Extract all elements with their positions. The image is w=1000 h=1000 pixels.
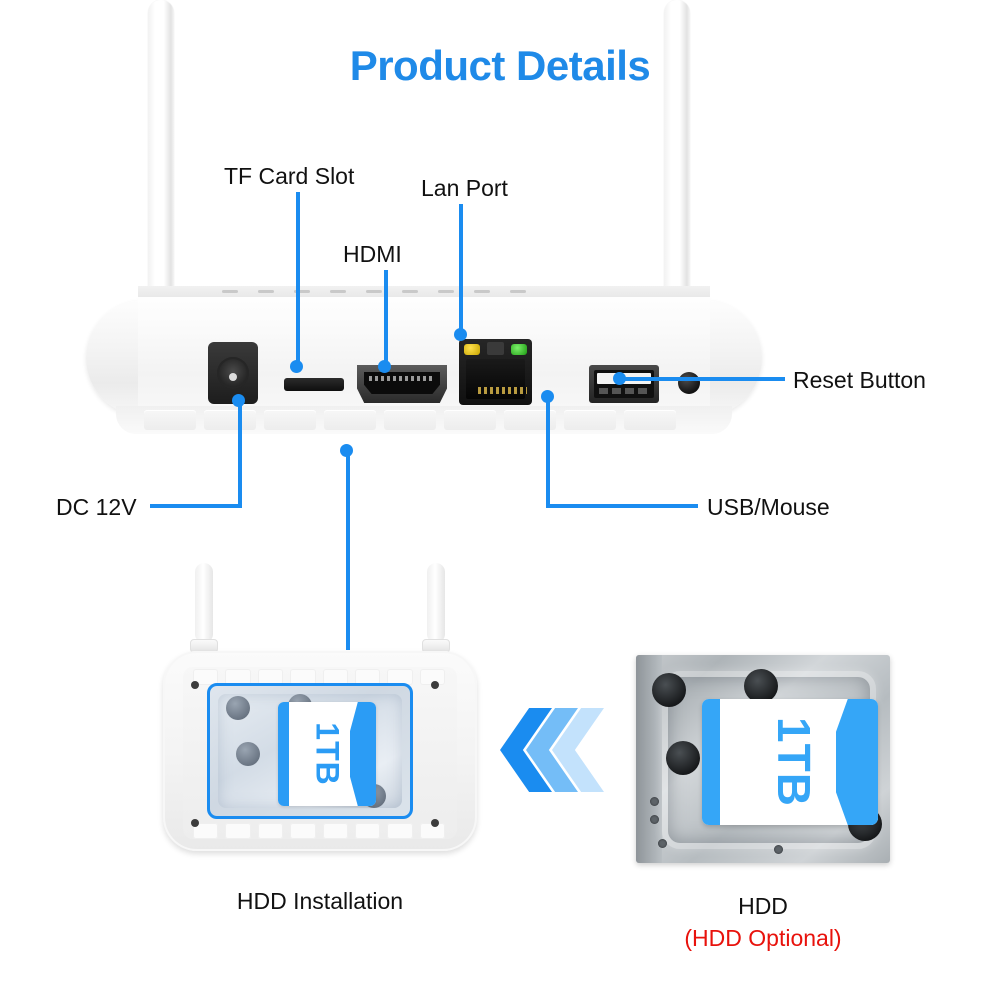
leader-dot-dc-12v bbox=[232, 394, 245, 407]
antenna-stub-right bbox=[427, 563, 445, 643]
caption-hdd: HDD bbox=[738, 893, 788, 919]
leader-dot-reset-button bbox=[613, 372, 626, 385]
hdd-photo-hole bbox=[650, 815, 659, 824]
label-tf-card-slot: TF Card Slot bbox=[224, 163, 355, 189]
hdd-photo-capacity-text: 1TB bbox=[767, 717, 820, 807]
vent-slots-top bbox=[193, 669, 445, 685]
case-screw bbox=[431, 819, 439, 827]
leader-dot-usb-mouse bbox=[541, 390, 554, 403]
hdd-photo-capacity-label: 1TB bbox=[702, 699, 878, 825]
hdd-photo-bolt bbox=[666, 741, 700, 775]
label-hdmi: HDMI bbox=[343, 241, 402, 267]
leader-usb-mouse-v bbox=[546, 396, 550, 506]
dc-power-jack[interactable] bbox=[208, 342, 258, 404]
hdd-installation-view: 1TB bbox=[155, 555, 485, 865]
antenna-right bbox=[664, 0, 690, 320]
leader-usb-mouse-h bbox=[546, 504, 698, 508]
hdd-bolt bbox=[226, 696, 250, 720]
hdd-capacity-text: 1TB bbox=[309, 722, 346, 786]
hdmi-port[interactable] bbox=[357, 365, 447, 403]
page-title: Product Details bbox=[349, 42, 651, 89]
leader-dot-hdmi bbox=[378, 360, 391, 373]
tf-card-slot[interactable] bbox=[284, 378, 344, 391]
label-dc-12v: DC 12V bbox=[56, 494, 137, 520]
antenna-stub-left bbox=[195, 563, 213, 643]
hdd-drive-photo: 1TB bbox=[636, 655, 890, 863]
caption-hdd-installation: HDD Installation bbox=[236, 888, 404, 914]
hdd-photo-hole bbox=[774, 845, 783, 854]
lan-port[interactable] bbox=[459, 339, 532, 405]
hdd-photo-bolt bbox=[652, 673, 686, 707]
caption-hdd-optional: (HDD Optional) bbox=[684, 925, 842, 951]
leader-hdd-installation bbox=[346, 450, 350, 650]
case-screw bbox=[191, 681, 199, 689]
installed-hdd: 1TB bbox=[207, 683, 413, 819]
insert-direction-arrows bbox=[500, 708, 620, 792]
hdd-photo-bolt bbox=[744, 669, 778, 703]
leader-dot-tf-card-slot bbox=[290, 360, 303, 373]
hdd-bolt bbox=[236, 742, 260, 766]
hdd-photo-hole bbox=[658, 839, 667, 848]
leader-reset-button bbox=[620, 377, 785, 381]
hdd-capacity-label: 1TB bbox=[278, 702, 376, 806]
leader-hdmi bbox=[384, 270, 388, 368]
usb-port[interactable] bbox=[589, 365, 659, 403]
leader-dc-12v-h bbox=[150, 504, 242, 508]
reset-button[interactable] bbox=[678, 372, 700, 394]
label-lan-port: Lan Port bbox=[421, 175, 508, 201]
leader-lan-port bbox=[459, 204, 463, 336]
label-reset-button: Reset Button bbox=[793, 367, 926, 393]
leader-tf-card-slot bbox=[296, 192, 300, 368]
lan-led-yellow bbox=[464, 344, 480, 355]
label-usb-mouse: USB/Mouse bbox=[707, 494, 830, 520]
top-vent-band bbox=[138, 286, 710, 297]
case-screw bbox=[191, 819, 199, 827]
hdd-photo-hole bbox=[650, 797, 659, 806]
leader-dc-12v-v bbox=[238, 400, 242, 508]
leader-dot-lan-port bbox=[454, 328, 467, 341]
lan-led-green bbox=[511, 344, 527, 355]
case-screw bbox=[431, 681, 439, 689]
router-rear-view bbox=[86, 0, 762, 450]
lan-clip bbox=[487, 342, 504, 355]
vent-slots-bottom bbox=[193, 823, 445, 839]
leader-dot-hdd-installation bbox=[340, 444, 353, 457]
antenna-left bbox=[148, 0, 174, 320]
